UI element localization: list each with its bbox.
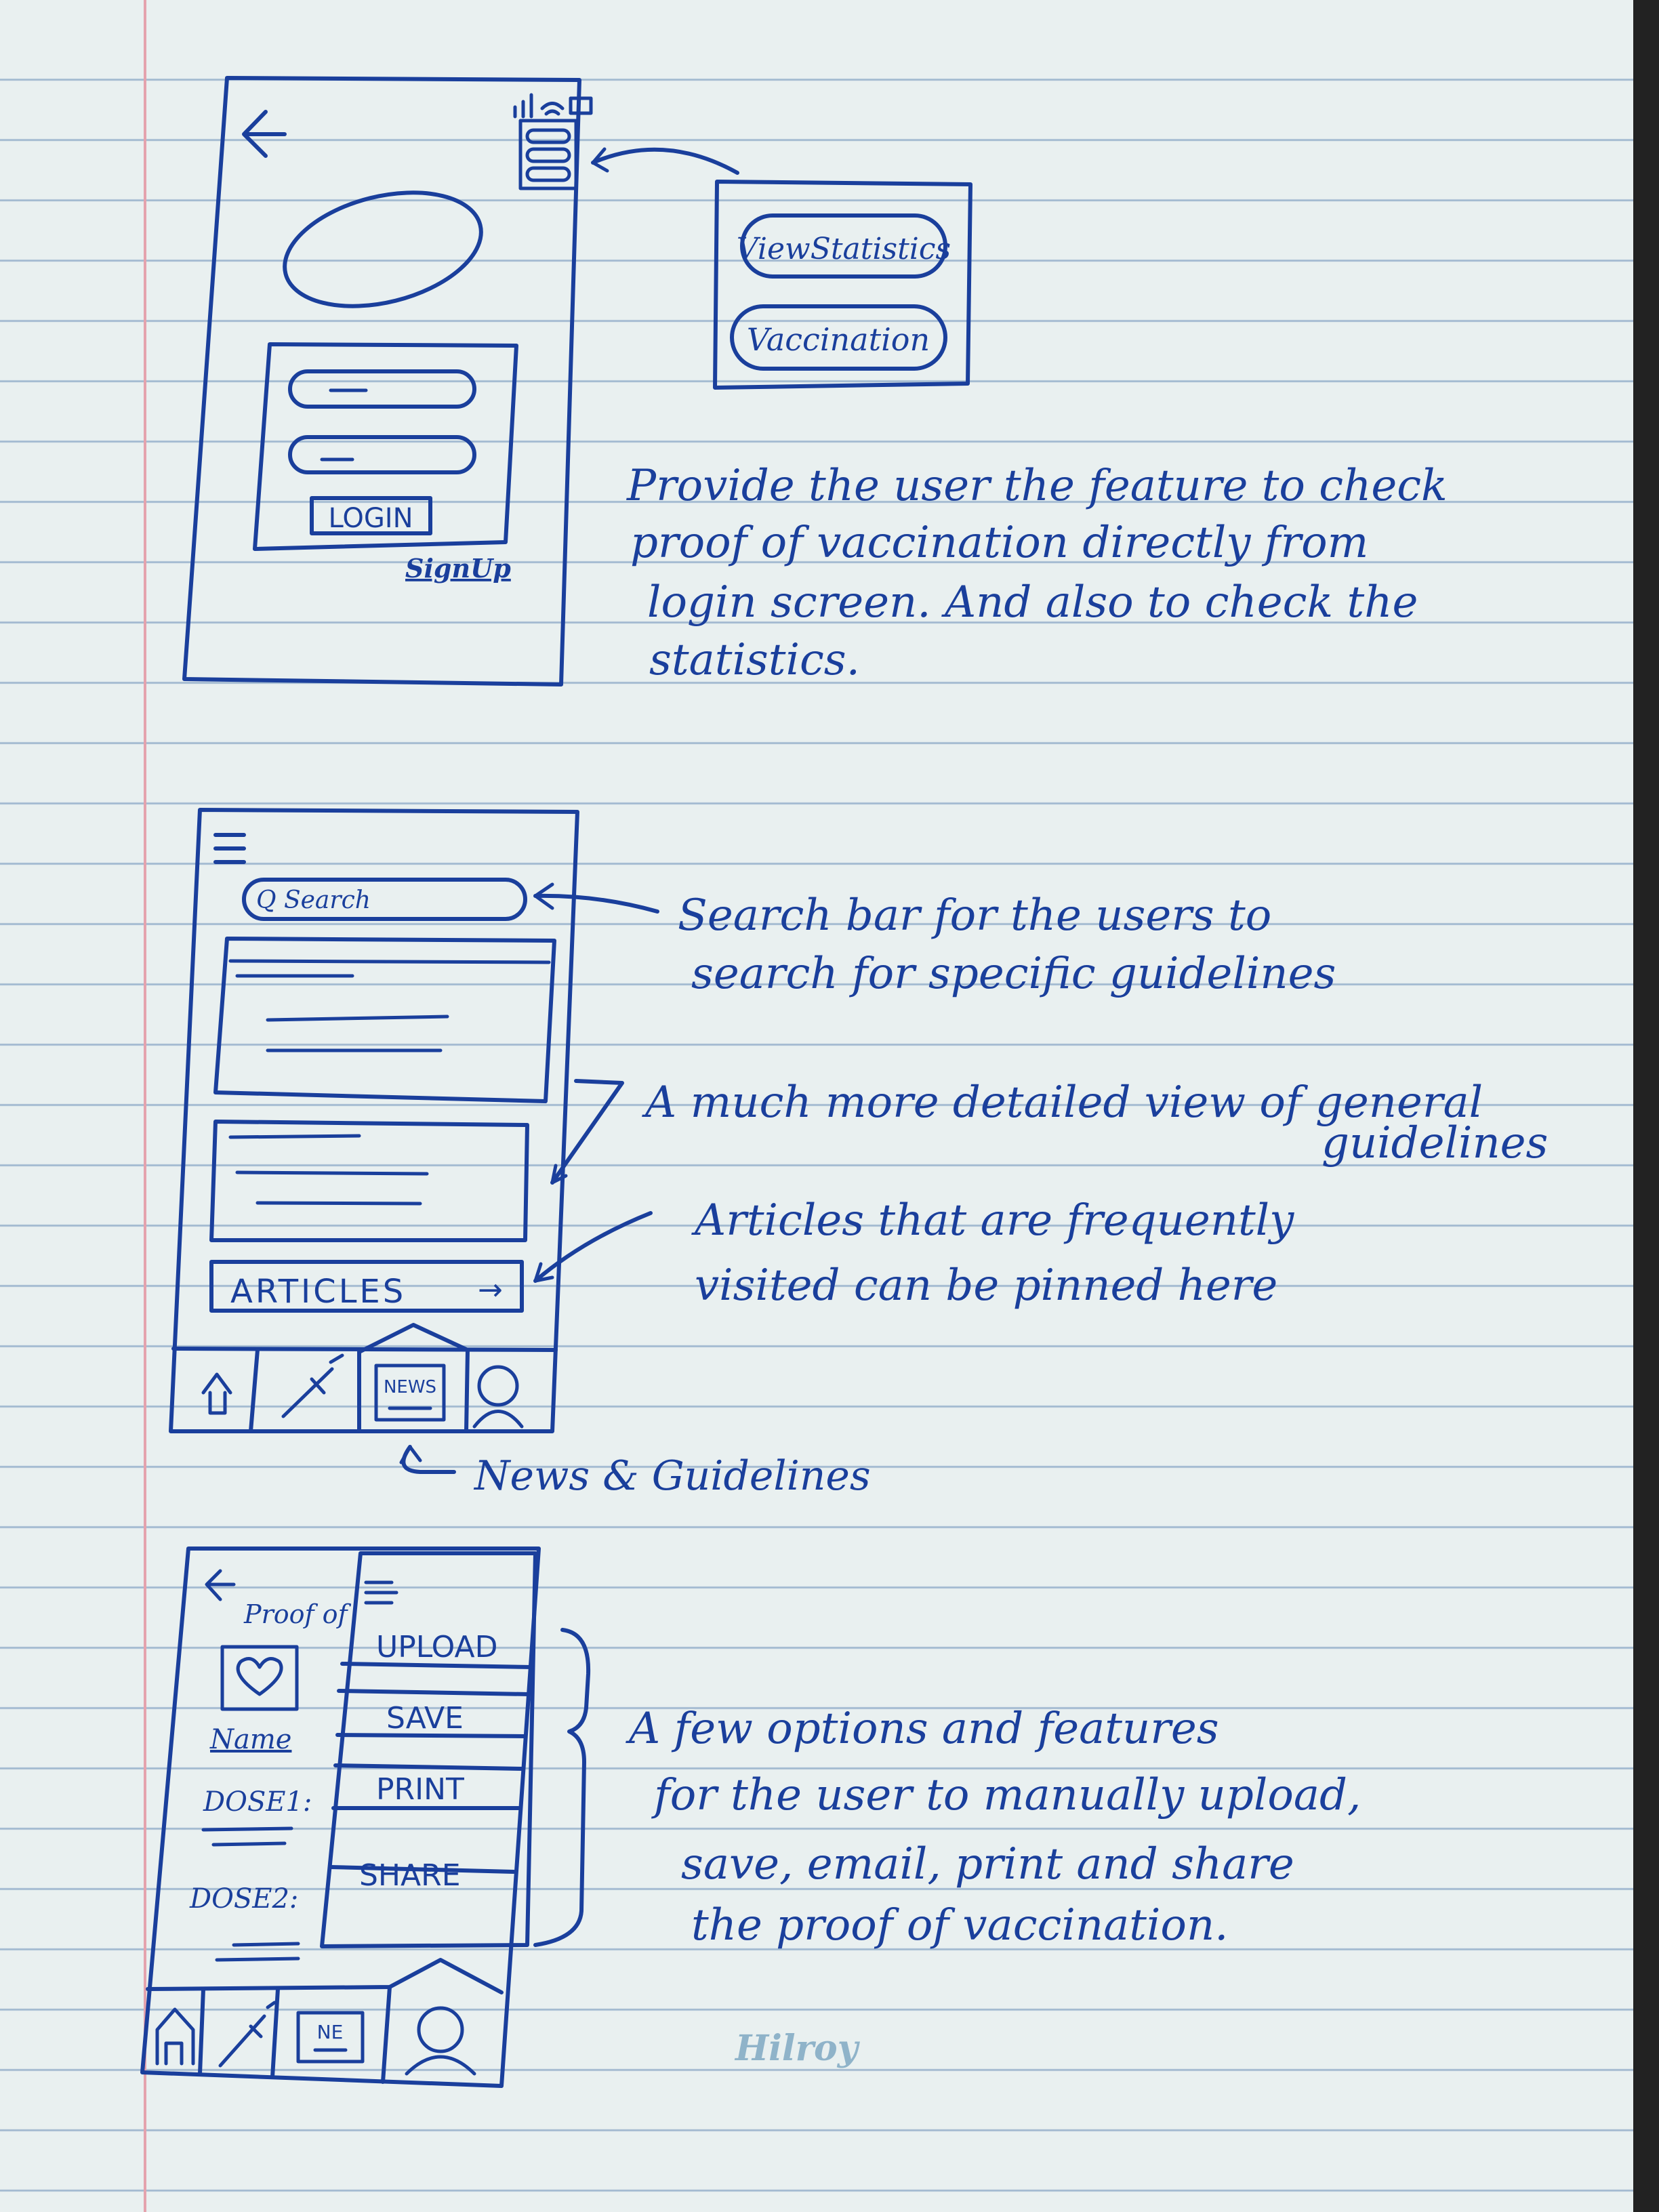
login-button-label: LOGIN — [328, 503, 413, 534]
articles-label: ARTICLES — [230, 1273, 406, 1311]
profile-tab-icon[interactable] — [472, 1365, 524, 1429]
proof-back-arrow-icon[interactable] — [205, 1569, 236, 1601]
username-field[interactable] — [288, 369, 476, 409]
login-phone-frame — [182, 76, 581, 687]
proof-news-tab-icon[interactable]: NE — [296, 2011, 365, 2064]
login-note-line-2: proof of vaccination directly from — [630, 518, 1368, 568]
home-tab-icon[interactable] — [201, 1372, 232, 1415]
save-option-label: SAVE — [386, 1701, 464, 1736]
proof-title: Proof of — [243, 1599, 352, 1629]
options-menu-panel — [320, 1551, 537, 1948]
search-bar[interactable]: Q Search — [242, 878, 527, 921]
articles-note-line-2: visited can be pinned here — [695, 1261, 1277, 1311]
news-guidelines-caption: News & Guidelines — [473, 1452, 871, 1500]
logo-placeholder — [283, 190, 483, 308]
search-placeholder: Q Search — [256, 886, 371, 914]
dose1-label: DOSE1: — [203, 1786, 312, 1818]
articles-note: Articles that are frequently visited can… — [691, 1195, 1294, 1311]
login-note-line-4: statistics. — [649, 635, 860, 685]
dose1-value-lines — [201, 1826, 293, 1847]
articles-note-line-1: Articles that are frequently — [691, 1195, 1294, 1246]
heart-card-icon — [220, 1645, 299, 1711]
options-brace — [533, 1628, 591, 1947]
options-note-line-3: save, email, print and share — [681, 1839, 1294, 1889]
dose2-value-lines — [215, 1942, 300, 1962]
guideline-card-1[interactable] — [213, 937, 556, 1103]
bottom-nav-bar — [171, 1323, 558, 1433]
proof-bottom-nav-bar — [146, 1958, 504, 2084]
guidelines-note-line-1: A much more detailed view of general — [642, 1078, 1483, 1128]
articles-button[interactable]: ARTICLES → — [209, 1260, 524, 1313]
login-note-line-3: login screen. And also to check the — [647, 577, 1418, 628]
search-note: Search bar for the users to search for s… — [678, 890, 1336, 999]
options-note: A few options and features for the user … — [626, 1704, 1361, 1950]
search-note-line-1: Search bar for the users to — [678, 890, 1271, 941]
password-field[interactable] — [288, 435, 476, 474]
proof-screen-sketch: Proof of Name DOSE1: DOSE2: UPLOAD SAVE … — [140, 1547, 1361, 2088]
options-note-line-4: the proof of vaccination. — [691, 1900, 1229, 1950]
view-statistics-label: ViewStatistics — [737, 232, 951, 266]
dose2-label: DOSE2: — [189, 1883, 298, 1914]
login-button[interactable]: LOGIN — [310, 496, 432, 535]
guidelines-callout-line — [550, 1079, 624, 1185]
syringe-tab-icon[interactable] — [281, 1353, 344, 1418]
save-option[interactable]: SAVE — [335, 1689, 531, 1738]
news-tab-icon[interactable]: NEWS — [374, 1364, 446, 1422]
guidelines-note-line-2: guidelines — [1322, 1118, 1548, 1168]
name-label: Name — [209, 1724, 291, 1755]
proof-news-tab-label: NE — [317, 2021, 344, 2043]
articles-arrow-icon: → — [478, 1273, 503, 1307]
vaccination-item[interactable]: Vaccination — [730, 304, 947, 371]
menu-callout-line — [591, 147, 739, 175]
share-option-label: SHARE — [359, 1858, 461, 1893]
login-screen-sketch: LOGIN SignUp ViewStatistics Vaccination … — [182, 76, 1448, 687]
news-phone-frame — [169, 808, 579, 1433]
articles-callout-line — [533, 1211, 653, 1283]
proof-phone-frame — [140, 1547, 541, 2088]
login-note: Provide the user the feature to check pr… — [626, 461, 1448, 685]
hamburger-menu-icon[interactable] — [518, 119, 578, 190]
login-form-box — [253, 342, 518, 551]
search-callout-line — [533, 893, 659, 914]
options-note-line-2: for the user to manually upload, — [651, 1770, 1361, 1820]
upload-option[interactable]: UPLOAD — [340, 1630, 534, 1669]
signup-link[interactable]: SignUp — [405, 553, 511, 583]
vaccination-label: Vaccination — [747, 321, 930, 358]
news-screen-sketch: Q Search ARTICLES → NEWS — [169, 808, 1548, 1500]
proof-profile-tab-icon[interactable] — [405, 2006, 476, 2076]
hilroy-brand-logo: Hilroy — [734, 2028, 861, 2069]
share-option[interactable]: SHARE — [329, 1858, 516, 1893]
print-option[interactable]: PRINT — [331, 1763, 525, 1810]
upload-option-label: UPLOAD — [376, 1630, 498, 1664]
menu-popup-box — [713, 180, 972, 390]
print-option-label: PRINT — [376, 1772, 464, 1807]
status-bar-icons — [513, 93, 593, 119]
guideline-card-2[interactable] — [209, 1120, 529, 1242]
search-note-line-2: search for specific guidelines — [691, 949, 1336, 999]
options-note-line-1: A few options and features — [626, 1704, 1219, 1754]
proof-home-tab-icon[interactable] — [155, 2007, 195, 2066]
menu-icon[interactable] — [213, 833, 246, 864]
proof-syringe-tab-icon[interactable] — [218, 2001, 276, 2068]
login-note-line-1: Provide the user the feature to check — [626, 461, 1448, 511]
paper-margin-line — [144, 0, 146, 2212]
guidelines-note: A much more detailed view of general gui… — [642, 1078, 1548, 1168]
news-tab-label: NEWS — [384, 1377, 436, 1397]
options-menu-icon[interactable] — [364, 1580, 398, 1605]
view-statistics-item[interactable]: ViewStatistics — [737, 213, 951, 279]
back-arrow-icon — [242, 110, 287, 158]
